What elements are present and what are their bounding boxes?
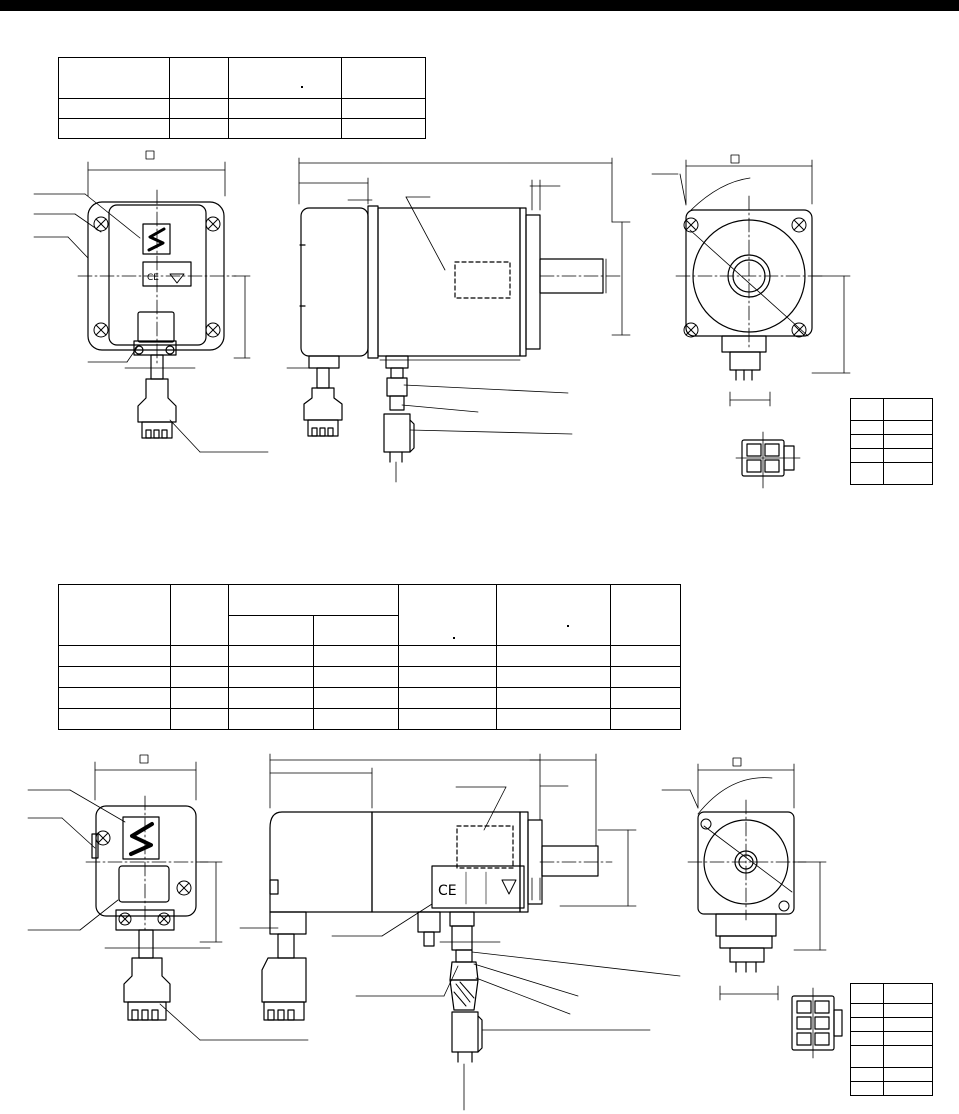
table-cell bbox=[313, 615, 399, 646]
connector-face-icon bbox=[735, 431, 801, 489]
screw-icon bbox=[95, 830, 192, 926]
motor-front-view-2 bbox=[661, 757, 843, 1059]
screw-icon bbox=[93, 216, 221, 338]
mount-hole-icon bbox=[683, 217, 807, 338]
spec-table-1 bbox=[58, 57, 426, 139]
pin-table-1 bbox=[850, 398, 933, 485]
motor-side-view-2: CE bbox=[239, 753, 681, 1111]
svg-text:CE: CE bbox=[438, 883, 457, 899]
table-cell bbox=[228, 584, 399, 616]
table-cell bbox=[341, 118, 426, 139]
brand-logo-icon bbox=[122, 816, 160, 860]
header-bar bbox=[0, 0, 959, 11]
motor-side-view-1 bbox=[286, 157, 631, 483]
table-cell bbox=[610, 584, 681, 646]
motor-rear-view-1: CE bbox=[33, 150, 269, 453]
table-cell bbox=[228, 615, 314, 646]
label-plate bbox=[456, 825, 514, 869]
label-plate bbox=[454, 261, 511, 299]
connector-face-icon bbox=[791, 987, 843, 1059]
table-cell bbox=[341, 57, 426, 99]
table-cell bbox=[883, 462, 933, 485]
pin-table-2 bbox=[850, 983, 933, 1096]
svg-text:CE: CE bbox=[147, 273, 159, 283]
table-cell bbox=[883, 1081, 933, 1096]
table-cell bbox=[398, 584, 497, 646]
label-plate bbox=[142, 261, 192, 287]
table-cell bbox=[610, 708, 681, 730]
label-plate bbox=[431, 865, 525, 909]
mount-hole-icon bbox=[700, 818, 790, 912]
table-cell bbox=[58, 584, 171, 646]
table-cell bbox=[496, 584, 611, 646]
table-cell bbox=[228, 57, 342, 99]
spec-table-2 bbox=[58, 584, 681, 730]
motor-front-view-1 bbox=[651, 154, 851, 489]
connector-window bbox=[137, 311, 175, 343]
brand-logo-icon bbox=[142, 223, 171, 255]
connector-window bbox=[118, 865, 170, 903]
motor-rear-view-2 bbox=[27, 754, 309, 1041]
